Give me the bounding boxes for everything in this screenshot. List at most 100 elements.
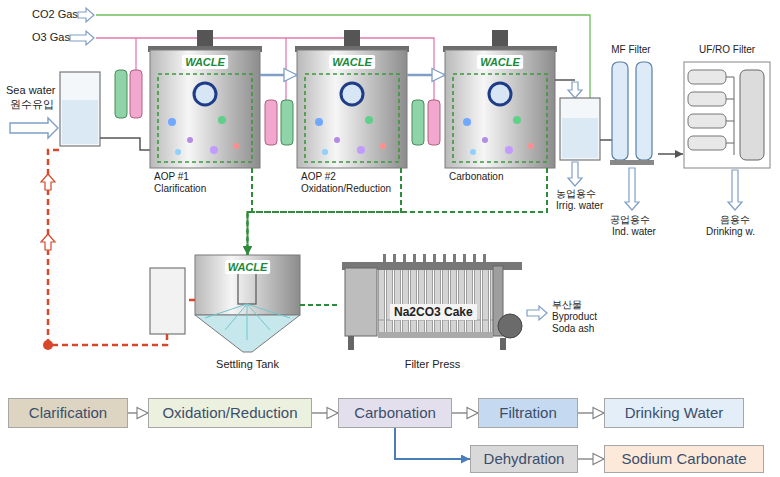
outlet-arrow — [568, 162, 582, 186]
settling-tank: WACLESettling Tank — [195, 255, 300, 355]
uf-ro-frame — [684, 62, 770, 168]
sensor-column — [428, 100, 440, 145]
mixer-motor — [197, 30, 213, 46]
membrane-housing — [688, 92, 726, 106]
branch-arrow — [395, 428, 470, 459]
brand-logo: WACLE — [182, 55, 228, 69]
bubble — [528, 143, 534, 149]
porthole — [194, 83, 216, 105]
bubble — [168, 118, 176, 126]
pipe-line — [658, 153, 683, 155]
bubble — [233, 143, 239, 149]
bubble — [210, 146, 218, 154]
return-arrow — [41, 174, 55, 190]
flow-arrow — [578, 412, 604, 414]
mixer-motor — [344, 30, 360, 46]
process-label: Carbonation — [354, 404, 436, 422]
bubble — [315, 118, 323, 126]
press-leg — [348, 336, 354, 350]
seawater-inlet-arrow — [10, 118, 58, 138]
process-box: Sodium Carbonate — [604, 445, 764, 473]
aop-tank: WACLEAOP #1 Clarification — [150, 50, 260, 168]
ro-manifold — [726, 77, 734, 155]
process-box: Oxidation/Reduction — [148, 398, 312, 428]
process-box: Clarification — [8, 398, 128, 428]
feed-pipe — [100, 138, 150, 150]
equipment-label: Na2CO3 Cake — [390, 304, 477, 320]
process-label: Dehydration — [484, 450, 565, 468]
membrane-housing — [688, 70, 726, 84]
sensor-column — [412, 100, 424, 145]
sensor-column — [281, 100, 293, 145]
cake-tray — [378, 332, 493, 338]
mf-cartridge — [612, 62, 628, 160]
product-pipe — [600, 139, 612, 141]
equipment-label: UF/RO Filter — [683, 44, 771, 56]
bubble — [365, 116, 373, 124]
bubble — [357, 146, 365, 154]
return-arrow — [41, 234, 55, 250]
return-pump — [43, 340, 53, 350]
bubble — [513, 116, 521, 124]
output-label: Irrig. water — [556, 200, 603, 212]
flow-arrow — [452, 412, 478, 414]
product-tank — [560, 98, 600, 160]
press-motor — [498, 314, 522, 338]
process-label: Drinking Water — [625, 404, 724, 422]
tank-body — [445, 50, 555, 168]
aop-tank: WACLEAOP #2 Oxidation/Reduction — [297, 50, 407, 168]
equipment-label: Carbonation — [449, 171, 529, 183]
byproduct-label: 부산물 — [552, 299, 582, 311]
outlet-arrow — [728, 170, 742, 210]
equipment-label: AOP #2 Oxidation/Reduction — [301, 171, 401, 195]
uf-ro-filter: UF/RO Filter — [683, 44, 771, 170]
porthole — [489, 83, 511, 105]
bubble — [187, 137, 193, 143]
reaction-zone — [305, 74, 399, 162]
brand-logo: WACLE — [225, 260, 271, 274]
ro-vessel — [740, 70, 764, 160]
mf-filter: MF Filter — [604, 44, 658, 168]
return-tank — [150, 268, 185, 334]
tank-body — [150, 50, 260, 168]
sensor-column — [130, 70, 142, 118]
bubble — [175, 149, 181, 155]
gas-label: CO2 Gas — [32, 8, 78, 21]
mixer-motor — [492, 30, 508, 46]
process-box: Carbonation — [338, 398, 452, 428]
bubble — [322, 149, 328, 155]
sludge-line — [300, 304, 340, 306]
process-label: Filtration — [499, 404, 557, 422]
output-label: 음용수 — [720, 214, 750, 226]
process-label: Oxidation/Reduction — [162, 404, 297, 422]
byproduct-label: Soda ash — [552, 323, 594, 335]
carbonation-tank: WACLECarbonation — [445, 50, 555, 168]
gas-label: O3 Gas — [32, 31, 70, 44]
output-label: Drinking w. — [706, 226, 755, 238]
settling-flow — [205, 304, 290, 340]
gas-inlet-arrow — [70, 31, 94, 45]
flow-arrow — [568, 82, 582, 98]
byproduct-arrow — [527, 306, 547, 320]
sludge-line — [248, 168, 548, 255]
bubble — [505, 146, 513, 154]
equipment-label: Filter Press — [340, 358, 525, 371]
bubble — [380, 143, 386, 149]
membrane-housing — [688, 114, 726, 128]
transfer-arrow — [260, 74, 297, 77]
byproduct-label: Byproduct — [552, 311, 597, 323]
tank-body — [297, 50, 407, 168]
press-plates — [378, 270, 493, 332]
brand-logo: WACLE — [329, 55, 375, 69]
flow-arrow — [312, 412, 338, 414]
transfer-arrow — [407, 74, 445, 77]
press-leg — [500, 338, 506, 350]
output-label: 농업용수 — [556, 188, 596, 200]
sensor-column — [115, 70, 127, 118]
bubble — [463, 118, 471, 126]
mf-frame — [610, 160, 654, 165]
press-manifold — [380, 254, 490, 262]
gas-inlet-arrow — [78, 8, 94, 22]
